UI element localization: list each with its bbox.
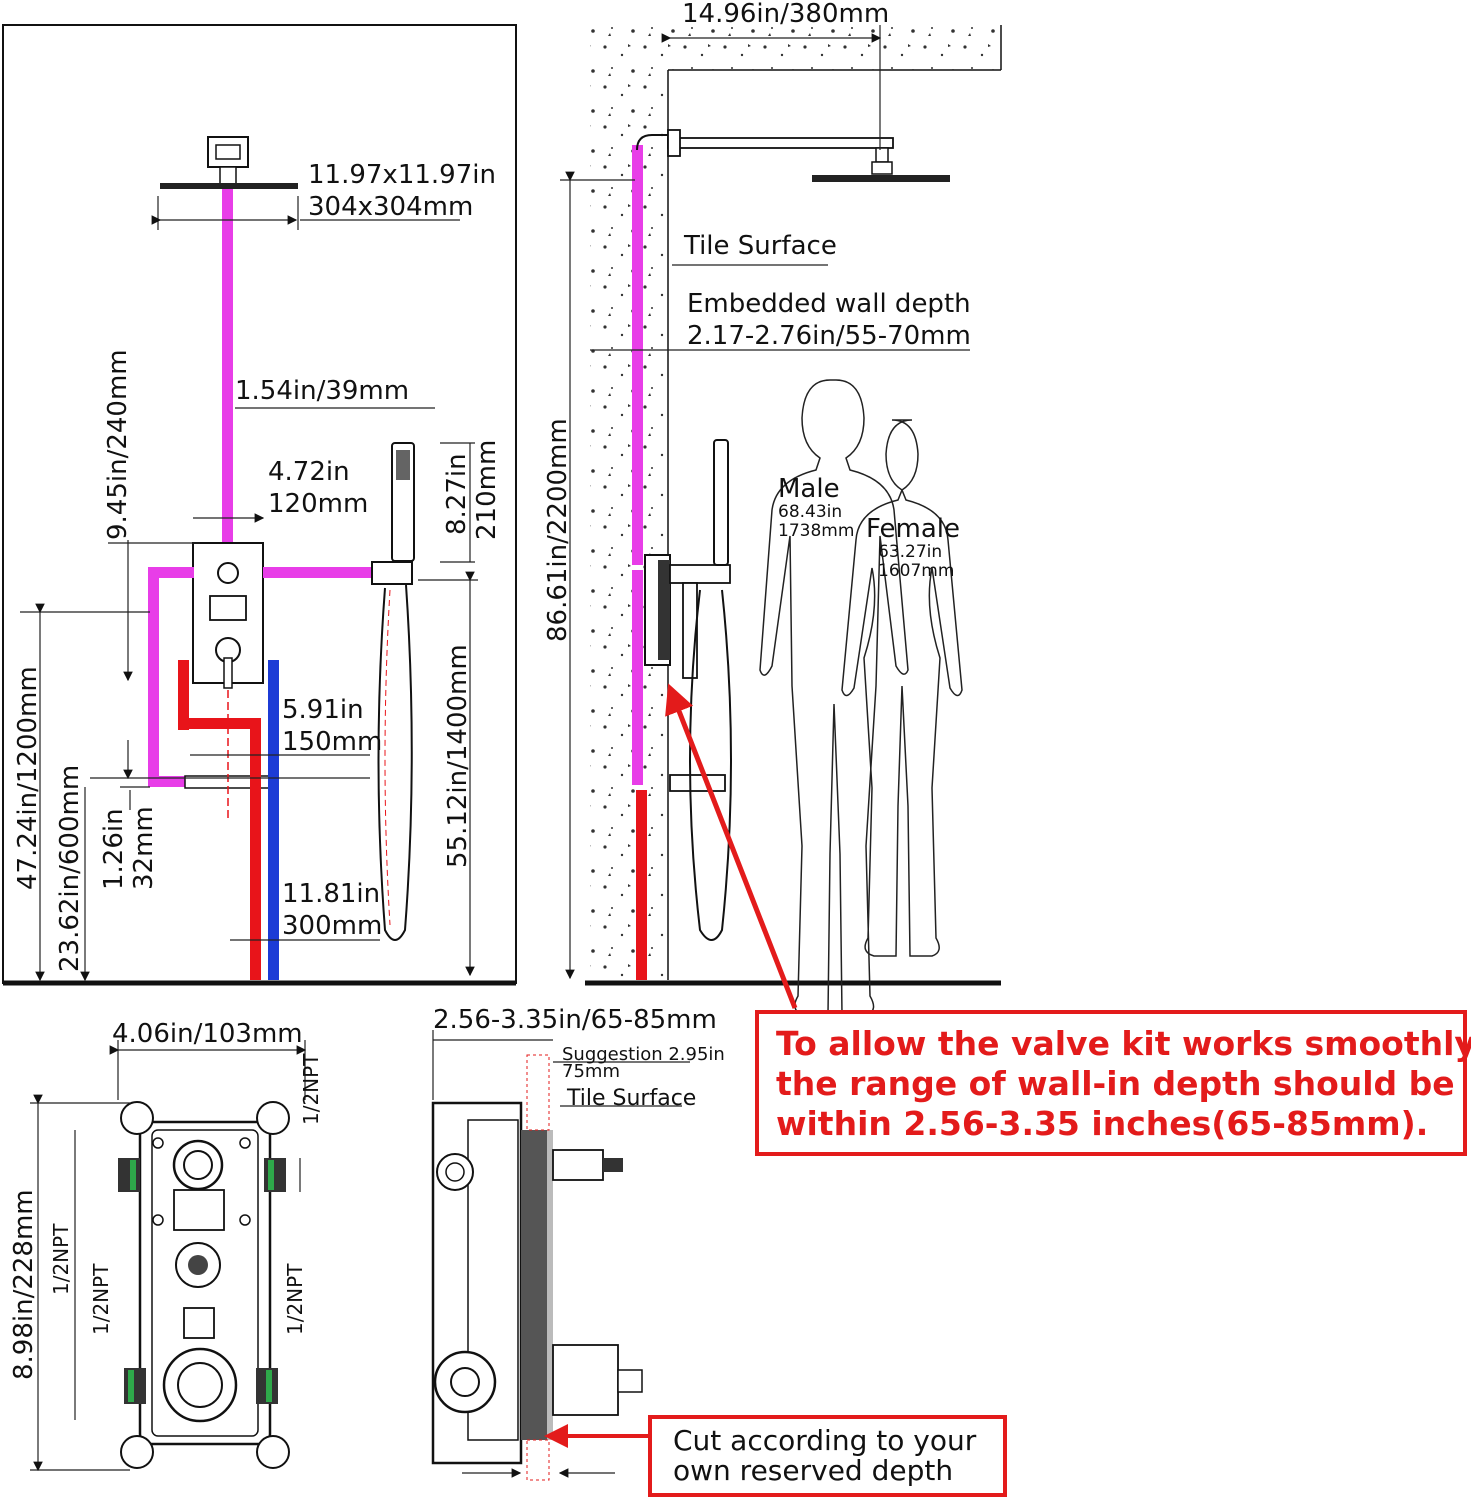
head-size-mm: 304x304mm [308,192,473,222]
valve-divert-mm: 120mm [268,489,368,519]
handshower-len-mm: 210mm [472,440,502,540]
male-label: Male [778,474,840,504]
hot-supply-pipe [250,718,261,980]
side-valve [644,439,732,941]
box-width-label: 4.06in/103mm [112,1019,303,1049]
box-height-label: 8.98in/228mm [9,1189,39,1380]
supply-height-mm: 300mm [282,911,382,941]
warning-line-3: within 2.56-3.35 inches(65-85mm). [776,1104,1428,1143]
mix-pipe-riser [222,189,233,544]
handshower [371,442,415,941]
male-height-mm: 1738mm [778,521,854,541]
tile-surface-label: Tile Surface [683,231,837,261]
warning-box: To allow the valve kit works smoothly, t… [755,1010,1471,1156]
male-silhouette [759,379,909,1015]
arm-length-label: 14.96in/380mm [682,0,889,29]
npt-label-left-b: 1/2NPT [89,1263,113,1335]
ceiling-section [668,25,1001,70]
front-dimension-lines [20,196,478,982]
total-height-label: 86.61in/2200mm [543,418,573,642]
npt-label-top-right: 1/2NPT [299,1053,323,1125]
warning-line-1: To allow the valve kit works smoothly, [776,1024,1471,1063]
depth-range-label: 2.56-3.35in/65-85mm [433,1005,717,1035]
depth-tile-surface-label: Tile Surface [566,1086,696,1111]
side-hot-pipe [636,790,647,980]
cut-note-box: Cut according to your own reserved depth [544,1415,1007,1497]
embedded-depth-title: Embedded wall depth [687,289,971,319]
bracket-height-label: 55.12in/1400mm [443,644,473,868]
valve-depth-view [431,1054,643,1481]
rain-showerhead [160,136,298,189]
depth-dimension-lines [432,1030,690,1478]
embedded-depth-value: 2.17-2.76in/55-70mm [687,321,971,351]
valve-divert-in: 4.72in [268,457,350,487]
valve-height-label: 47.24in/1200mm [13,666,43,890]
inlet-spacing-in: 1.26in [99,808,129,890]
wall-section [590,25,668,980]
side-dimension-lines [560,25,970,980]
lower-gap-in: 5.91in [282,695,364,725]
female-label: Female [866,514,960,544]
inlet-height-label: 23.62in/600mm [55,765,85,972]
npt-label-left-a: 1/2NPT [49,1223,73,1295]
cold-supply-pipe [268,660,279,980]
handshower-len-in: 8.27in [442,453,472,535]
supply-height-in: 11.81in [282,879,380,909]
valve-box-front [118,1101,290,1469]
pipe-above-label: 9.45in/240mm [103,349,133,540]
male-height-in: 68.43in [778,502,842,522]
cut-note-line-2: own reserved depth [673,1454,953,1487]
side-mix-pipe [632,145,643,565]
mix-pipe-to-handshower [263,567,371,578]
valve-body [192,542,264,689]
warning-pointer-arrow [665,683,798,1009]
female-height-mm: 1607mm [878,561,954,581]
warning-line-2: the range of wall-in depth should be [776,1064,1455,1103]
side-view: 14.96in/380mm 86.61in/2200mm Tile Surfac… [543,0,1002,1015]
female-height-in: 63.27in [878,542,942,562]
head-size-in: 11.97x11.97in [308,160,496,190]
front-view: 11.97x11.97in 304x304mm 1.54in/39mm 4.72… [2,24,517,986]
suggestion-mm: 75mm [562,1061,620,1082]
lower-gap-mm: 150mm [282,727,382,757]
arm-offset-label: 1.54in/39mm [235,376,409,406]
suggestion-in: Suggestion 2.95in [562,1044,725,1065]
female-silhouette [841,419,963,957]
side-shower-arm [667,129,950,182]
npt-label-right: 1/2NPT [283,1263,307,1335]
inlet-spacing-mm: 32mm [129,806,159,890]
cut-note-line-1: Cut according to your [673,1424,977,1457]
valve-box-dimension-lines [30,1040,307,1472]
